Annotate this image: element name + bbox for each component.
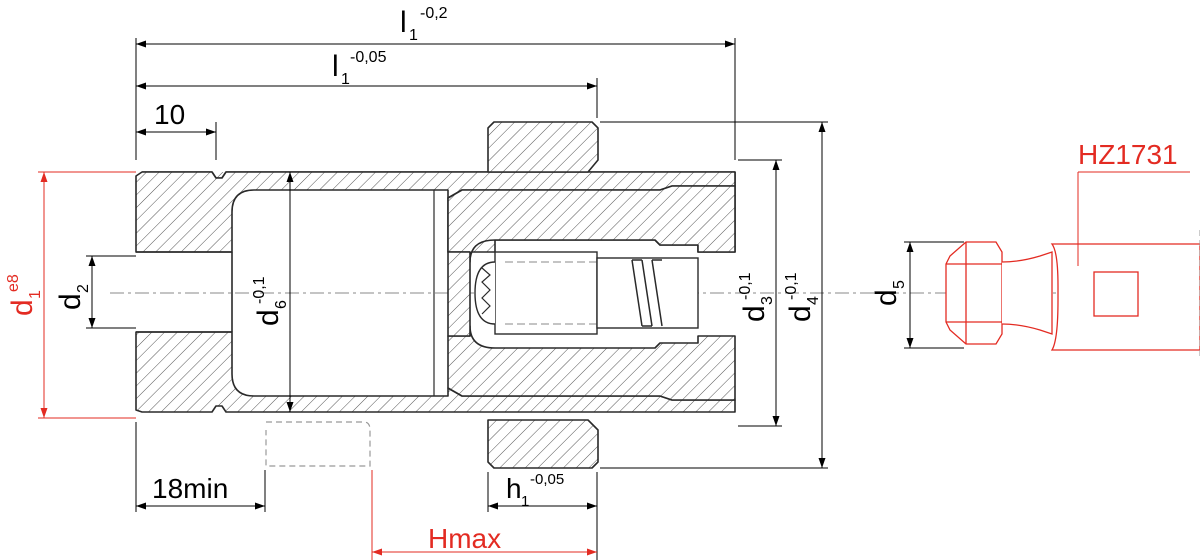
label-d6: d <box>252 309 285 326</box>
nut-lower <box>487 419 599 469</box>
label-d2: d <box>54 293 87 310</box>
label-h1: h <box>506 473 522 504</box>
label-d6-tol: -0,1 <box>251 276 268 304</box>
part-callout: HZ1731 <box>1077 139 1190 266</box>
label-l1-main-tol: -0,2 <box>420 5 448 22</box>
part-number-label: HZ1731 <box>1078 139 1178 170</box>
label-d3: d <box>738 305 771 322</box>
pull-stud-head <box>945 241 1003 345</box>
insert-lower <box>447 325 736 401</box>
spring-icon <box>631 259 663 327</box>
red-dimensions <box>38 171 597 556</box>
label-d1: d <box>6 299 39 316</box>
label-l1-main-sub: 1 <box>409 27 418 44</box>
pin-spring-assembly <box>474 251 699 335</box>
label-h1-tol: -0,05 <box>530 471 564 488</box>
dimension-labels: l 1 -0,2 l 1 -0,05 10 18min h 1 -0,05 Hm… <box>5 5 908 554</box>
label-d5: d <box>870 289 903 306</box>
label-d3-sub: 3 <box>759 296 776 305</box>
nut-upper <box>487 121 599 173</box>
label-d3-tol: -0,1 <box>737 272 754 300</box>
pull-stud-view <box>945 241 1200 351</box>
label-l1-inner-tol: -0,05 <box>350 49 387 66</box>
dimension-lines <box>86 38 828 560</box>
label-ten: 10 <box>154 99 185 130</box>
label-l1-inner-sub: 1 <box>341 71 350 88</box>
label-d1-tol: e8 <box>5 274 22 292</box>
pull-stud-shank <box>1050 243 1200 351</box>
insert-end-wall <box>447 251 471 337</box>
pull-stud-square <box>1093 271 1139 317</box>
label-l1-main: l <box>400 6 407 39</box>
body-upper-block <box>135 171 736 253</box>
label-d5-sub: 5 <box>891 280 908 289</box>
pin-tip <box>474 261 496 325</box>
label-18min: 18min <box>152 473 228 504</box>
label-l1-inner: l <box>332 50 339 83</box>
label-d4: d <box>784 305 817 322</box>
label-d1-sub: 1 <box>27 290 44 299</box>
label-d2-sub: 2 <box>75 284 92 293</box>
label-d4-sub: 4 <box>805 296 822 305</box>
label-d4-tol: -0,1 <box>783 272 800 300</box>
pin-groove <box>481 267 491 315</box>
label-h1-sub: 1 <box>521 493 529 510</box>
label-hmax: Hmax <box>428 523 501 554</box>
pull-stud-neck <box>1001 251 1053 335</box>
body-lower-block <box>135 331 736 413</box>
label-d6-sub: 6 <box>273 300 290 309</box>
pin-body <box>494 251 598 335</box>
phantom-outline <box>265 421 371 467</box>
section-view <box>135 121 736 469</box>
